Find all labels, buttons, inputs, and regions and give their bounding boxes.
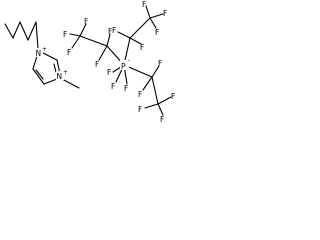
c-f-bond xyxy=(157,96,172,105)
c-f-bond xyxy=(79,23,87,37)
chemical-structure-diagram: N + N + xyxy=(4,0,175,123)
pentyl-bond-3 xyxy=(19,21,29,41)
fluorine-label: F xyxy=(171,92,175,101)
fluorine-label: F xyxy=(163,9,167,18)
ring-double-bond-c2-n3 xyxy=(53,63,57,73)
fluorine-label: F xyxy=(124,84,128,93)
fluorine-label: F xyxy=(112,26,116,35)
c-f-bond xyxy=(149,13,164,19)
c-c-bond-right xyxy=(151,76,159,105)
pentyl-bond-1 xyxy=(4,23,14,39)
fluorine-label: F xyxy=(67,48,71,57)
c-c-bond-top xyxy=(129,17,151,39)
methyl-bond xyxy=(61,78,80,89)
c-f-bond xyxy=(149,17,157,29)
c-f-bond xyxy=(98,45,108,61)
fluorine-label: F xyxy=(63,30,67,39)
ring-bond-n1-c2 xyxy=(40,51,58,61)
fluorine-label: F xyxy=(142,0,146,9)
c-f-bond xyxy=(69,33,81,37)
atom-bg xyxy=(120,60,129,70)
c-f-bond xyxy=(145,5,151,19)
ring-nitrogen-1-charge: + xyxy=(42,46,47,53)
fluorine-label: F xyxy=(158,59,162,68)
c-f-bond xyxy=(144,103,159,109)
c-f-bond xyxy=(106,33,111,47)
phosphorus-charge: - xyxy=(128,57,130,64)
c-f-bond xyxy=(71,35,81,49)
atom-bg xyxy=(35,48,43,57)
c-f-bond xyxy=(129,37,142,45)
c-f-bond xyxy=(157,103,164,116)
fluorine-label: F xyxy=(107,68,111,77)
c-f-bond xyxy=(117,31,131,39)
fluorine-label: F xyxy=(108,27,112,36)
ring-bond-n3-c4 xyxy=(43,78,58,85)
c-f-bond xyxy=(151,65,160,78)
c-c-bond-left xyxy=(79,35,108,47)
imidazolium-cation: N + N + xyxy=(4,21,80,89)
phosphorus-label: P xyxy=(121,62,126,71)
ring-nitrogen-3-label: N xyxy=(57,72,63,81)
fluorine-label: F xyxy=(160,115,164,123)
atom-bg xyxy=(56,71,64,80)
c-f-bond xyxy=(142,76,153,91)
pentyl-bond-4 xyxy=(27,21,37,41)
fluorine-label: F xyxy=(111,82,115,91)
pentyl-bond-5 xyxy=(35,21,39,49)
fluorine-label: F xyxy=(155,28,159,37)
fluorine-label: F xyxy=(138,105,142,114)
pentyl-bond-2 xyxy=(12,21,21,39)
ring-bond-c4-c5 xyxy=(32,68,45,85)
fap-anion: P - F F F F F F F F F F F F F F F F F F xyxy=(63,0,175,123)
ring-nitrogen-1-label: N xyxy=(36,49,42,58)
ring-bond-c5-n1 xyxy=(32,55,38,70)
fluorine-label: F xyxy=(140,43,144,52)
fluorine-label: F xyxy=(95,60,99,69)
ring-nitrogen-3-charge: + xyxy=(63,69,68,76)
fluorine-label: F xyxy=(84,17,88,26)
ring-double-bond-c4-c5 xyxy=(35,69,44,80)
fluorine-label: F xyxy=(138,90,142,99)
